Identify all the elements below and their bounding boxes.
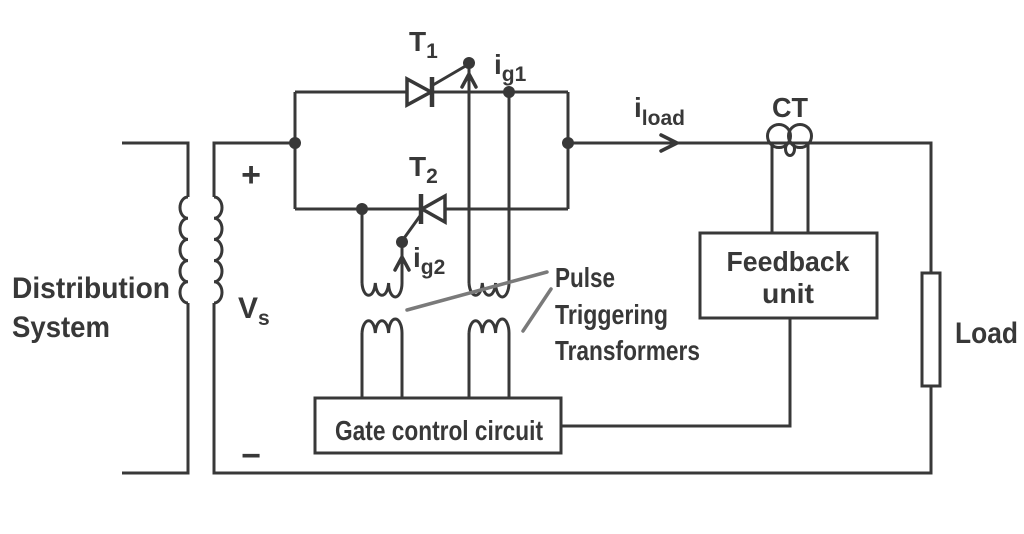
supply-transformer (122, 141, 295, 475)
vs-main: V (238, 292, 258, 325)
junction-dot (463, 57, 475, 69)
ig1-arrow-icon (460, 72, 478, 89)
label-iload: iload (634, 92, 685, 130)
label-gate-control: Gate control circuit (335, 415, 543, 446)
t2-main: T (409, 151, 426, 182)
primary-winding (178, 195, 189, 305)
label-vs: Vs (238, 292, 270, 330)
label-t2: T2 (409, 151, 438, 188)
pt1-primary-coil (360, 317, 404, 334)
ig1-sub: g1 (502, 63, 527, 86)
secondary-top-wire (212, 141, 295, 197)
t1-anode-triangle (405, 76, 435, 108)
junction-dots (289, 57, 574, 248)
label-load: Load (955, 317, 1018, 350)
label-pulse: Pulse (555, 262, 615, 293)
iload-arrow-icon (659, 133, 679, 153)
label-t1: T1 (409, 26, 438, 63)
junction-dot (289, 137, 301, 149)
label-distribution: Distribution (12, 272, 170, 305)
pulse-transformer-2 (467, 64, 511, 398)
t2-sub: 2 (426, 165, 438, 188)
gate-control-box (313, 396, 563, 455)
junction-dot (396, 236, 408, 248)
primary-bottom-wire (122, 303, 190, 475)
bottom-rail (212, 303, 933, 475)
primary-top-wire (122, 141, 190, 197)
pt2-primary-leads (467, 333, 511, 398)
label-system: System (12, 311, 110, 344)
ig2-sub: g2 (421, 256, 446, 279)
label-feedback-unit: unit (762, 278, 814, 309)
junction-dot (356, 203, 368, 215)
pulse-transformer-1 (360, 209, 404, 398)
label-triggering: Triggering (555, 299, 668, 330)
ct-loop-left (766, 123, 792, 149)
vs-sub: s (258, 307, 270, 330)
load-line (568, 141, 933, 273)
thyristor-t1-symbol (405, 62, 470, 108)
t1-main: T (409, 26, 426, 57)
pt2-secondary-coil (467, 282, 511, 299)
ig2-main: i (413, 242, 421, 273)
pt2-primary-coil (467, 317, 511, 334)
junction-dot (562, 137, 574, 149)
thyristor-bridge (293, 62, 570, 242)
ct-secondary-leads (770, 144, 810, 233)
ig1-main: i (494, 49, 502, 80)
pulse-note-pointer-2 (521, 287, 553, 333)
feedback-to-gate-wire (561, 318, 792, 428)
iload-sub: load (642, 107, 685, 130)
t2-anode-triangle (418, 193, 447, 225)
load-resistor (920, 271, 942, 388)
ct-sensor (766, 123, 813, 233)
ct-loop-center (784, 141, 796, 157)
label-ig1: ig1 (494, 49, 527, 86)
secondary-winding (213, 195, 224, 305)
thyristor-t2-symbol (400, 193, 447, 242)
label-minus: − (241, 437, 261, 475)
ct-loop-right (787, 123, 813, 149)
pt1-primary-leads (360, 333, 404, 398)
label-feedback: Feedback (727, 246, 850, 277)
iload-main: i (634, 92, 642, 123)
ig2-arrow-icon (393, 255, 411, 272)
pulse-note-pointer-1 (405, 270, 549, 312)
junction-dot (503, 86, 515, 98)
t1-sub: 1 (426, 40, 438, 63)
label-transformers: Transformers (555, 335, 700, 366)
t1-gate-lead (432, 62, 470, 87)
label-ct: CT (772, 92, 808, 123)
pt1-secondary-coil (360, 282, 404, 299)
label-ig2: ig2 (413, 242, 445, 279)
label-plus: + (241, 156, 261, 194)
